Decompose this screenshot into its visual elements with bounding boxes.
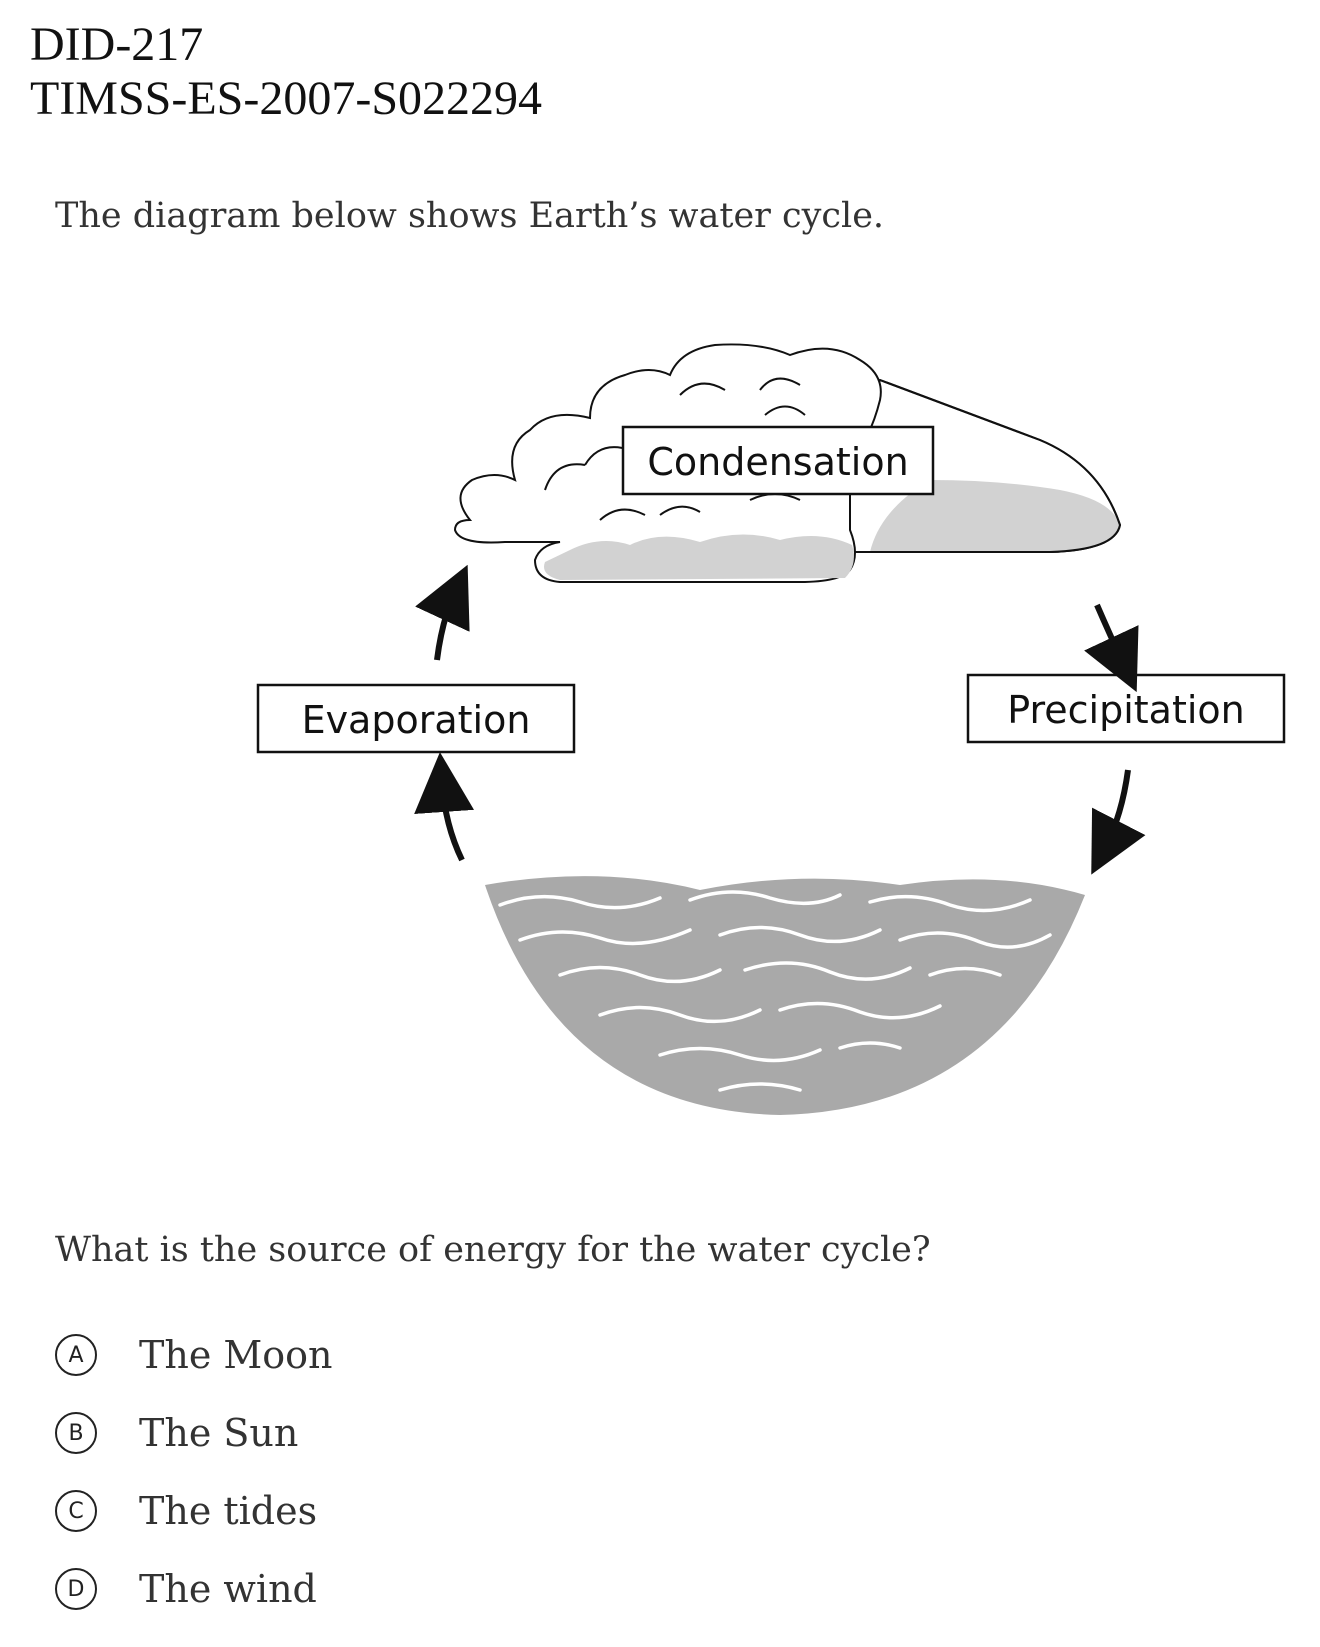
arrow-evaporation-to-cloud	[415, 564, 470, 661]
evaporation-label: Evaporation	[302, 698, 531, 742]
precipitation-label-box: Precipitation	[966, 673, 1286, 744]
choice-c[interactable]: C The tides	[55, 1481, 555, 1541]
choice-d-bubble[interactable]: D	[55, 1568, 97, 1610]
choice-c-bubble[interactable]: C	[55, 1490, 97, 1532]
choice-a[interactable]: A The Moon	[55, 1325, 555, 1385]
choice-b-bubble[interactable]: B	[55, 1412, 97, 1454]
arrow-cloud-to-precipitation	[1084, 603, 1139, 693]
item-header: DID-217 TIMSS-ES-2007-S022294	[30, 18, 542, 126]
item-code: TIMSS-ES-2007-S022294	[30, 72, 543, 125]
precipitation-label: Precipitation	[1007, 688, 1245, 732]
condensation-label: Condensation	[647, 440, 908, 484]
choice-a-text: The Moon	[139, 1333, 333, 1377]
question-text: What is the source of energy for the wat…	[55, 1230, 931, 1270]
intro-text: The diagram below shows Earth’s water cy…	[55, 196, 885, 236]
choice-b-text: The Sun	[139, 1411, 299, 1455]
arrow-water-to-evaporation	[414, 752, 475, 862]
condensation-label-box: Condensation	[621, 425, 935, 496]
choice-c-text: The tides	[139, 1489, 318, 1533]
ocean-icon	[485, 876, 1085, 1115]
choice-d-text: The wind	[139, 1567, 317, 1611]
choice-b[interactable]: B The Sun	[55, 1403, 555, 1463]
choice-d[interactable]: D The wind	[55, 1559, 555, 1619]
water-cycle-diagram: Condensation Precipitation Evaporation	[256, 343, 1286, 1115]
evaporation-label-box: Evaporation	[256, 683, 576, 754]
arrow-precipitation-to-water	[1091, 769, 1146, 875]
choice-a-bubble[interactable]: A	[55, 1334, 97, 1376]
item-id: DID-217	[30, 18, 204, 71]
